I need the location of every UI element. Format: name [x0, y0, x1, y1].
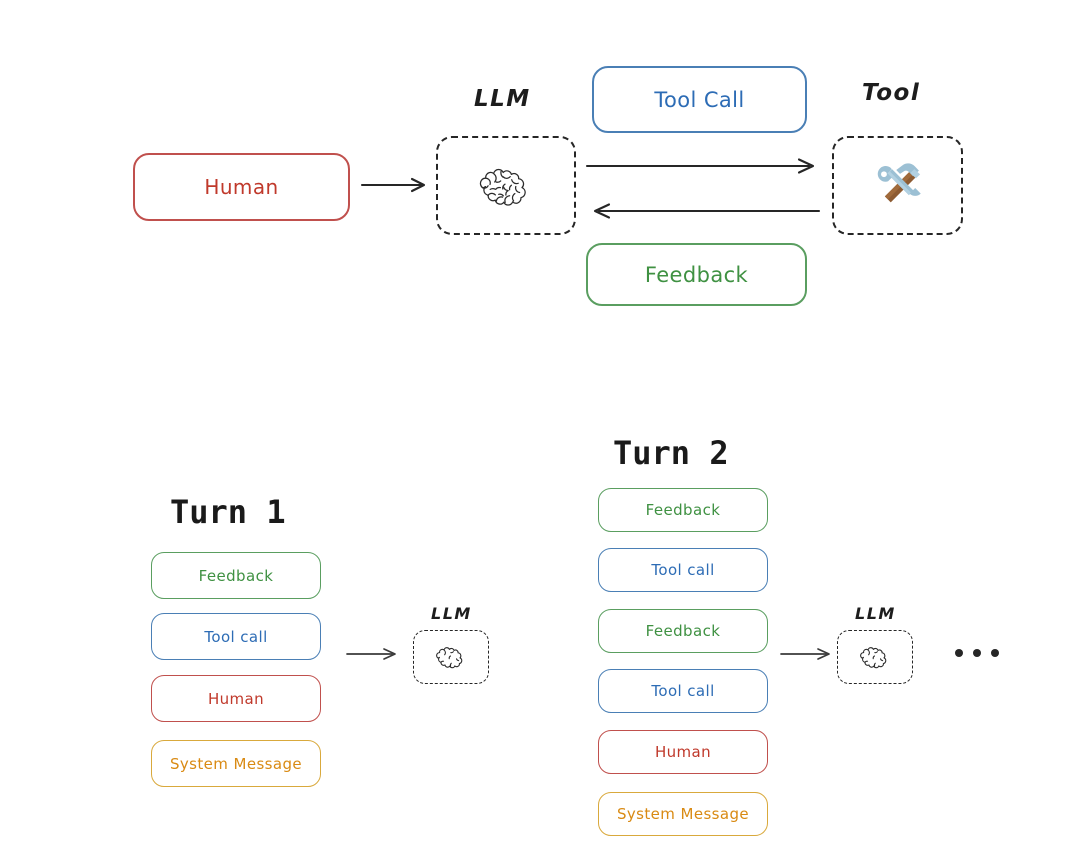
turn-2-message-1-label: Tool call [651, 561, 715, 579]
feedback-box: Feedback [586, 243, 807, 306]
turn-2-message-4: Human [598, 730, 768, 774]
turn-1-arrow-to-llm [346, 648, 396, 660]
turn-2-message-4-label: Human [654, 743, 712, 761]
ellipsis-dot-3 [991, 649, 999, 657]
turn-1-message-3-label: System Message [169, 754, 303, 773]
turn-1-message-1-label: Tool call [204, 627, 268, 646]
human-box: Human [133, 153, 350, 221]
tool-call-box: Tool Call [592, 66, 807, 133]
turn-2-arrow-to-llm [780, 648, 830, 660]
tool-call-box-label: Tool Call [654, 87, 745, 112]
turn-2-llm-box [837, 630, 913, 684]
arrow-llm-to-tool [585, 158, 815, 174]
turn-2-llm-caption: LLM [855, 604, 896, 623]
turn-1-message-0-label: Feedback [198, 566, 274, 585]
turn-2-message-3-label: Tool call [651, 682, 715, 700]
turn-2-message-3: Tool call [598, 669, 768, 713]
brain-icon [860, 647, 887, 669]
turn-1-llm-caption: LLM [431, 604, 472, 623]
arrow-tool-to-llm [593, 203, 821, 219]
tool-caption: Tool [862, 80, 921, 106]
llm-box-top [436, 136, 576, 235]
continuation-ellipsis [955, 649, 999, 657]
ellipsis-dot-2 [973, 649, 981, 657]
turn-2-message-5-label: System Message [616, 805, 750, 823]
brain-icon [436, 647, 463, 669]
arrow-human-to-llm [360, 177, 426, 193]
turn-2-title: Turn 2 [613, 434, 729, 472]
turn-1-llm-box [413, 630, 489, 684]
turn-1-message-2-label: Human [207, 689, 265, 708]
turn-2-message-0: Feedback [598, 488, 768, 532]
turn-1-message-3: System Message [151, 740, 321, 787]
turn-2-message-1: Tool call [598, 548, 768, 592]
brain-icon [479, 168, 526, 206]
llm-caption-top: LLM [474, 86, 531, 112]
turn-2-message-5: System Message [598, 792, 768, 836]
tool-box [832, 136, 963, 235]
turn-2-message-2-label: Feedback [645, 622, 721, 640]
turn-2-message-0-label: Feedback [645, 501, 721, 519]
turn-2-message-2: Feedback [598, 609, 768, 653]
turn-1-title: Turn 1 [170, 493, 286, 531]
ellipsis-dot-1 [955, 649, 963, 657]
feedback-box-label: Feedback [644, 262, 749, 287]
turn-1-message-0: Feedback [151, 552, 321, 599]
hammer-and-wrench-icon [877, 162, 921, 202]
human-box-label: Human [204, 175, 279, 199]
turn-1-message-1: Tool call [151, 613, 321, 660]
turn-1-message-2: Human [151, 675, 321, 722]
